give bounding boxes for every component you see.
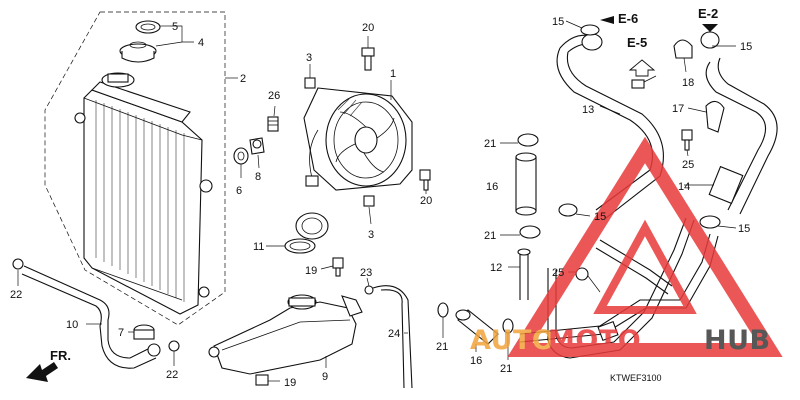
drain-bolt-parts: [233, 105, 279, 178]
front-direction-arrow: [26, 362, 58, 382]
callout-9: 9: [322, 371, 328, 383]
callout-21-d: 21: [500, 363, 512, 375]
overflow-hose: [364, 277, 413, 389]
callout-11: 11: [253, 241, 264, 253]
joint-7-clip-22: [128, 324, 180, 366]
callout-22-b: 22: [166, 369, 178, 381]
callout-14: 14: [678, 181, 690, 193]
e6-arrow: [600, 16, 614, 24]
callout-1: 1: [390, 68, 396, 80]
reserve-cap-seal: [266, 212, 329, 254]
stays-17-18: [673, 39, 725, 133]
callout-26: 26: [268, 90, 280, 102]
e2-arrow: [702, 24, 718, 32]
callout-19-a: 19: [305, 265, 317, 277]
pipe-12: [508, 248, 531, 300]
callout-21-b: 21: [484, 230, 496, 242]
callout-3-top: 3: [306, 52, 312, 64]
callout-2: 2: [240, 73, 246, 85]
bolts-25: [568, 129, 693, 293]
callout-16-a: 16: [486, 181, 498, 193]
bolts-20: [361, 36, 431, 194]
callout-22-a: 22: [10, 289, 22, 301]
callout-17: 17: [672, 103, 684, 115]
callout-23: 23: [360, 267, 372, 279]
callout-8: 8: [255, 171, 261, 183]
callout-5: 5: [172, 21, 178, 33]
callout-15-c: 15: [594, 211, 606, 223]
ref-e6: E-6: [618, 11, 638, 26]
callout-25-a: 25: [682, 159, 694, 171]
callout-12: 12: [490, 262, 502, 274]
callout-25-b: 25: [552, 267, 564, 279]
watermark-hub: HUB: [704, 325, 771, 356]
radiator: [74, 72, 213, 315]
callout-20-a: 20: [362, 22, 374, 34]
radiator-assembly-outline: [44, 11, 238, 326]
watermark-moto: MOTO: [548, 325, 641, 356]
callout-3-bottom: 3: [368, 229, 374, 241]
cooling-fan: [303, 64, 413, 225]
lower-hose: [12, 258, 161, 369]
e5-bolt: [628, 59, 657, 89]
callout-19-b: 19: [284, 377, 296, 389]
clips-21: [437, 133, 541, 360]
diagram-code: KTWEF3100: [610, 373, 662, 383]
ref-e5: E-5: [627, 35, 647, 50]
hose-clamps-15: [558, 20, 737, 229]
pipes-16: [455, 152, 537, 352]
callout-7: 7: [118, 327, 124, 339]
ref-e2: E-2: [698, 6, 718, 21]
callout-4: 4: [198, 37, 204, 49]
callout-20-b: 20: [420, 195, 432, 207]
callout-13: 13: [582, 104, 594, 116]
reserve-tank: [208, 294, 363, 375]
callout-15-a: 15: [552, 16, 564, 28]
callout-15-d: 15: [738, 223, 750, 235]
callout-10: 10: [66, 319, 78, 331]
section-references: E-6 E-5 E-2: [618, 6, 718, 50]
callout-6: 6: [236, 185, 242, 197]
upper-hose-13: [556, 33, 664, 219]
callout-15-b: 15: [740, 41, 752, 53]
front-direction-label: FR.: [50, 348, 71, 363]
callout-24: 24: [388, 328, 400, 340]
hose-14: [684, 31, 778, 215]
bolts-19: [255, 257, 344, 386]
watermark-auto: AUTO: [470, 325, 555, 356]
callout-21-c: 21: [436, 341, 448, 353]
callout-labels: 1 2 3 3 4 5 6 7 8 9 10 11 12 13 14 15 15…: [10, 16, 752, 389]
automotohub-watermark: AUTO MOTO HUB: [470, 136, 783, 357]
callout-18: 18: [682, 77, 694, 89]
callout-21-a: 21: [484, 138, 496, 150]
callout-16-b: 16: [470, 355, 482, 367]
radiator-cap: [119, 20, 194, 63]
